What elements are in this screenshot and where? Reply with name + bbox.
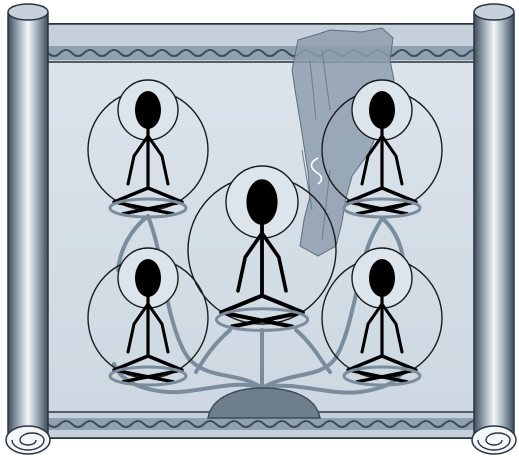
meditating-figure-top-left <box>87 79 209 219</box>
left-leg <box>346 354 409 384</box>
right-arm <box>146 134 170 186</box>
head <box>369 91 395 129</box>
right-arm <box>260 231 288 293</box>
seat-ring <box>342 197 422 219</box>
root-network <box>112 214 408 395</box>
left-arm <box>360 134 384 186</box>
head <box>135 91 161 129</box>
right-leg <box>230 293 305 329</box>
top-border-band <box>35 23 493 63</box>
seat-ring <box>108 365 188 387</box>
left-leg <box>112 354 175 384</box>
earth-mound <box>207 387 321 419</box>
right-arm <box>380 302 404 354</box>
left-leg <box>112 186 175 216</box>
head <box>135 259 161 297</box>
left-arm <box>126 134 150 186</box>
right-arm <box>146 302 170 354</box>
meditating-figure-bottom-left <box>87 247 209 387</box>
right-leg <box>121 186 184 216</box>
meditating-figure-center <box>187 165 337 332</box>
right-arm <box>380 134 404 186</box>
meditating-figure-bottom-right <box>321 247 443 387</box>
left-arm <box>236 231 264 293</box>
right-scroll-roll <box>471 3 517 455</box>
figures-group <box>87 79 443 387</box>
seat-ring <box>108 197 188 219</box>
left-leg <box>346 186 409 216</box>
right-leg <box>355 354 418 384</box>
seat-ring <box>214 307 310 332</box>
head <box>246 179 278 225</box>
left-leg <box>219 293 294 329</box>
left-arm <box>360 302 384 354</box>
left-scroll-roll <box>5 3 51 455</box>
seat-ring <box>342 365 422 387</box>
left-arm <box>126 302 150 354</box>
right-leg <box>121 354 184 384</box>
head <box>369 259 395 297</box>
right-leg <box>355 186 418 216</box>
meditating-figure-top-right <box>321 79 443 219</box>
